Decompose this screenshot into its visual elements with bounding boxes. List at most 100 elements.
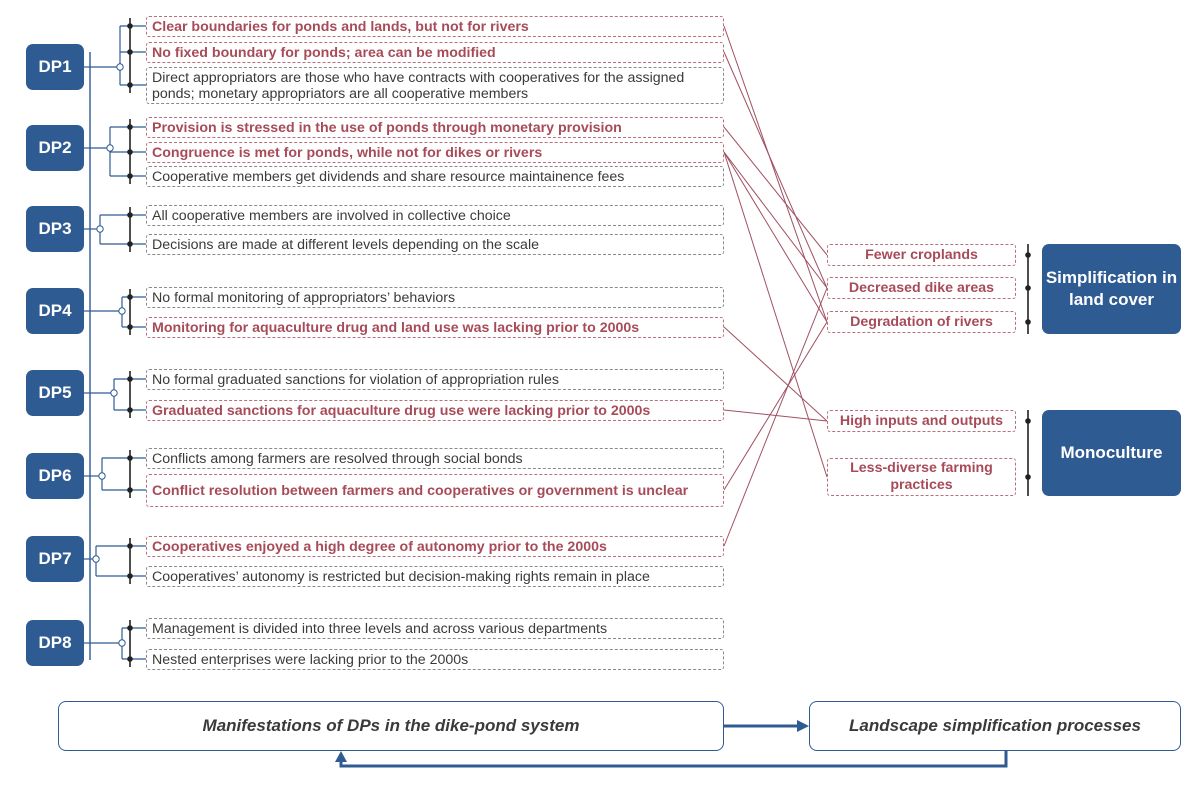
bracket-dot	[127, 212, 133, 218]
manifestation-box: Graduated sanctions for aquaculture drug…	[146, 400, 724, 421]
manifestation-box: Clear boundaries for ponds and lands, bu…	[146, 16, 724, 37]
manifestation-box: Nested enterprises were lacking prior to…	[146, 649, 724, 670]
category-simplification-land-cover: Simplification in land cover	[1042, 244, 1181, 334]
manifestation-impact-link	[723, 25, 828, 323]
bracket-dot	[127, 124, 133, 130]
manifestation-box: Monitoring for aquaculture drug and land…	[146, 317, 724, 338]
manifestation-text: All cooperative members are involved in …	[152, 207, 511, 224]
manifestation-text: Clear boundaries for ponds and lands, bu…	[152, 18, 529, 35]
impact-bracket-dot	[1025, 319, 1031, 325]
bracket-dot	[127, 82, 133, 88]
manifestation-text: Cooperatives’ autonomy is restricted but…	[152, 568, 650, 585]
bracket-dot	[127, 149, 133, 155]
manifestation-impact-link	[723, 151, 828, 289]
impact-bracket-dot	[1025, 285, 1031, 291]
branch-node	[110, 389, 118, 397]
category-text: Monoculture	[1060, 443, 1163, 462]
bracket-dot	[127, 23, 133, 29]
manifestations-footer-box: Manifestations of DPs in the dike-pond s…	[58, 701, 724, 751]
manifestation-impact-link	[723, 126, 828, 256]
bracket-dot	[127, 407, 133, 413]
manifestation-text: Monitoring for aquaculture drug and land…	[152, 319, 640, 336]
bracket-dot	[127, 625, 133, 631]
manifestation-impact-link	[723, 321, 828, 491]
impact-decreased-dike-areas: Decreased dike areas	[827, 277, 1016, 299]
manifestation-text: Conflict resolution between farmers and …	[152, 482, 689, 499]
manifestation-impact-link	[723, 151, 828, 478]
dp2-badge: DP2	[26, 125, 84, 171]
impact-text: High inputs and outputs	[839, 412, 1004, 429]
bracket-dot	[127, 376, 133, 382]
forward-arrowhead	[797, 720, 809, 732]
branch-node	[118, 639, 126, 647]
manifestation-box: Congruence is met for ponds, while not f…	[146, 142, 724, 163]
manifestation-text: Nested enterprises were lacking prior to…	[152, 651, 469, 668]
bracket-dot	[127, 294, 133, 300]
manifestation-impact-link	[723, 326, 828, 422]
manifestation-text: Conflicts among farmers are resolved thr…	[152, 450, 523, 467]
impact-text: Fewer croplands	[865, 246, 978, 263]
bracket-dot	[127, 49, 133, 55]
manifestation-text: No formal monitoring of appropriators’ b…	[152, 289, 456, 306]
manifestation-text: Direct appropriators are those who have …	[152, 69, 685, 102]
manifestation-text: Graduated sanctions for aquaculture drug…	[152, 402, 651, 419]
branch-node	[116, 63, 124, 71]
manifestation-box: Management is divided into three levels …	[146, 618, 724, 639]
impact-fewer-croplands: Fewer croplands	[827, 244, 1016, 266]
manifestation-box: No formal graduated sanctions for violat…	[146, 369, 724, 390]
dp8-badge: DP8	[26, 620, 84, 666]
manifestation-impact-link	[723, 151, 828, 323]
manifestation-text: Cooperatives enjoyed a high degree of au…	[152, 538, 607, 555]
bracket-dot	[127, 324, 133, 330]
branch-node	[92, 555, 100, 563]
manifestation-box: Conflicts among farmers are resolved thr…	[146, 448, 724, 469]
manifestation-impact-link	[723, 51, 828, 289]
manifestation-box: Cooperatives enjoyed a high degree of au…	[146, 536, 724, 557]
dp6-badge: DP6	[26, 453, 84, 499]
branch-node	[98, 472, 106, 480]
manifestation-box: No formal monitoring of appropriators’ b…	[146, 287, 724, 308]
branch-node	[96, 225, 104, 233]
category-text: Simplification in land cover	[1045, 268, 1178, 309]
bracket-dot	[127, 455, 133, 461]
impact-high-inputs-outputs: High inputs and outputs	[827, 410, 1016, 432]
manifestation-impact-link	[723, 287, 828, 547]
impact-degradation-of-rivers: Degradation of rivers	[827, 311, 1016, 333]
manifestation-box: All cooperative members are involved in …	[146, 205, 724, 226]
dp7-badge: DP7	[26, 536, 84, 582]
manifestation-text: Cooperative members get dividends and sh…	[152, 168, 625, 185]
bracket-dot	[127, 543, 133, 549]
bracket-dot	[127, 573, 133, 579]
manifestation-text: No fixed boundary for ponds; area can be…	[152, 44, 496, 61]
manifestation-text: Decisions are made at different levels d…	[152, 236, 539, 253]
dp4-badge: DP4	[26, 288, 84, 334]
impact-text: Less-diverse farming practices	[850, 460, 993, 493]
impact-bracket-dot	[1025, 418, 1031, 424]
bracket-dot	[127, 487, 133, 493]
manifestation-box: Conflict resolution between farmers and …	[146, 474, 724, 507]
bracket-dot	[127, 241, 133, 247]
impact-less-diverse-farming: Less-diverse farming practices	[827, 458, 1016, 496]
bracket-dot	[127, 656, 133, 662]
manifestations-footer-label: Manifestations of DPs in the dike-pond s…	[202, 716, 580, 735]
feedback-arrowhead	[335, 751, 347, 762]
manifestation-box: Direct appropriators are those who have …	[146, 67, 724, 104]
branch-node	[118, 307, 126, 315]
feedback-arrow-line	[339, 751, 1008, 768]
manifestation-box: Provision is stressed in the use of pond…	[146, 117, 724, 138]
manifestation-text: Provision is stressed in the use of pond…	[152, 119, 622, 136]
manifestation-text: No formal graduated sanctions for violat…	[152, 371, 559, 388]
manifestation-box: Cooperative members get dividends and sh…	[146, 166, 724, 187]
branch-node	[106, 144, 114, 152]
processes-footer-box: Landscape simplification processes	[809, 701, 1181, 751]
manifestation-box: Decisions are made at different levels d…	[146, 234, 724, 255]
dp5-badge: DP5	[26, 370, 84, 416]
processes-footer-label: Landscape simplification processes	[849, 716, 1141, 735]
category-monoculture: Monoculture	[1042, 410, 1181, 496]
impact-bracket-dot	[1025, 474, 1031, 480]
bracket-dot	[127, 173, 133, 179]
manifestation-box: Cooperatives’ autonomy is restricted but…	[146, 566, 724, 587]
manifestation-impact-link	[723, 409, 828, 422]
manifestation-text: Congruence is met for ponds, while not f…	[152, 144, 543, 161]
